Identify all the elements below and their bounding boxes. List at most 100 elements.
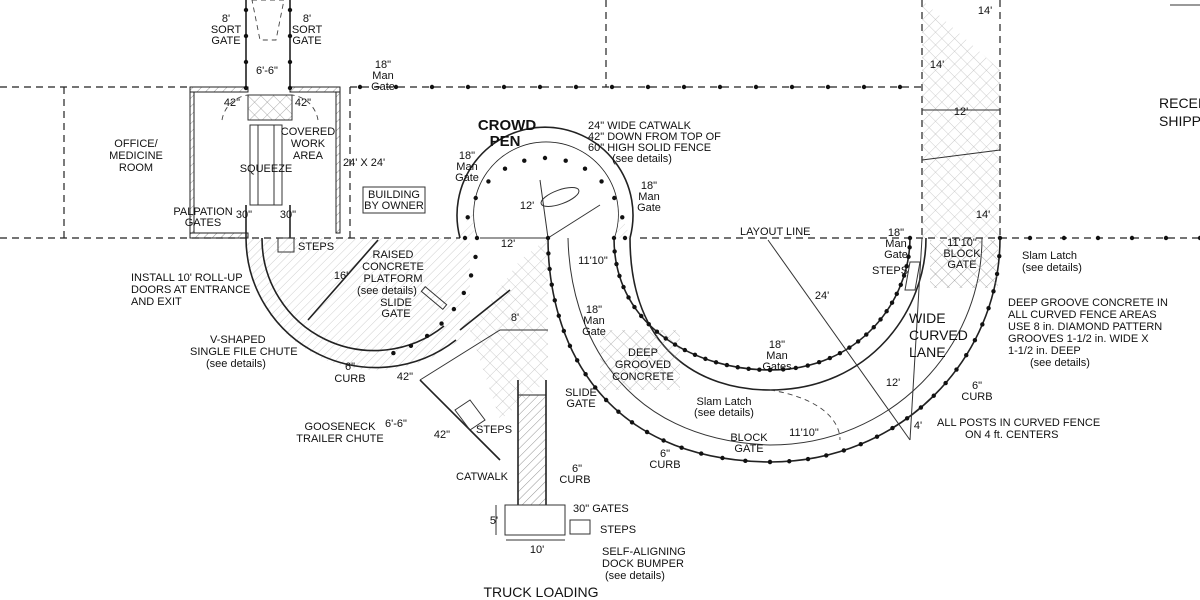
raised-label4: (see details)	[357, 285, 417, 297]
fence-post	[616, 409, 621, 414]
fence-post	[904, 416, 910, 421]
fence-post	[465, 215, 470, 220]
steps-label-2: STEPS	[872, 265, 908, 277]
crowd-pen-label: CROWD	[478, 117, 536, 134]
fence-post	[243, 7, 249, 13]
fence-post	[907, 235, 913, 241]
office-label3: ROOM	[119, 162, 153, 174]
fence-post	[713, 360, 719, 365]
deep-note-6: (see details)	[1030, 357, 1090, 369]
fence-post	[907, 245, 912, 250]
fence-post	[787, 459, 792, 464]
curb-3-size: 6"	[660, 448, 670, 460]
man-gate-right-label: Man	[885, 238, 906, 250]
fence-post	[287, 33, 293, 39]
slam-latch-right-note: (see details)	[1022, 262, 1082, 274]
gooseneck-label: GOOSENECK	[305, 421, 377, 433]
man-gate-mid-size: 18"	[586, 304, 602, 316]
fence-post	[931, 393, 936, 398]
fence-post	[563, 158, 568, 163]
fence-post	[473, 195, 478, 201]
dim-12-lower: 12'	[886, 377, 900, 389]
fence-post	[661, 438, 666, 443]
fence-post	[612, 195, 617, 201]
office-label: OFFICE/	[114, 138, 158, 150]
fence-posts	[243, 7, 1200, 465]
sort-gate-right-label2: GATE	[292, 35, 321, 47]
fence-post	[964, 353, 969, 358]
fence-post	[994, 271, 1000, 277]
fence-post	[424, 333, 430, 339]
dim-6-6-goose: 6'-6"	[385, 418, 407, 430]
fence-post	[980, 322, 985, 327]
fence-post	[874, 434, 880, 439]
deep-note-5: 1-1/2 in. DEEP	[1008, 345, 1081, 357]
upper-right-tub	[921, 0, 1001, 238]
deep-note-4: GROOVES 1-1/2 in. WIDE X	[1008, 333, 1149, 345]
palpation-label2: GATES	[185, 217, 221, 229]
dock-label2: DOCK BUMPER	[602, 558, 684, 570]
fence-post	[1061, 235, 1067, 241]
fence-post	[805, 456, 811, 462]
fence-post	[486, 179, 491, 184]
layout-line-label: LAYOUT LINE	[740, 226, 811, 238]
slide-gate-1-label2: GATE	[381, 308, 410, 320]
gate-30-left: 30"	[236, 209, 252, 221]
fence-post	[287, 59, 293, 65]
dim-16: 16'	[334, 270, 348, 282]
slam-latch-right: Slam Latch	[1022, 250, 1077, 262]
fence-post	[986, 305, 991, 311]
fence-post	[855, 339, 861, 344]
fence-post	[465, 84, 471, 90]
sort-gate-right-size: 8'	[303, 13, 311, 25]
dim-14-a: 14'	[978, 5, 992, 17]
shipping-label: SHIPP	[1159, 113, 1200, 129]
curb-1-label: CURB	[334, 373, 365, 385]
steps-label-4: STEPS	[600, 524, 636, 536]
covered-label: COVERED	[281, 126, 335, 138]
fence-post	[943, 380, 948, 386]
fence-post	[918, 405, 924, 410]
fence-post	[468, 273, 474, 278]
dim-42-goose: 42"	[434, 429, 450, 441]
fence-post	[884, 309, 889, 314]
fence-post	[699, 451, 704, 456]
office-label2: MEDICINE	[109, 150, 163, 162]
deep-label: DEEP	[628, 347, 658, 359]
man-gate-top-label: Man	[372, 70, 393, 82]
palpation-label: PALPATION	[173, 206, 232, 218]
fence-post	[629, 420, 635, 425]
deep-label2: GROOVED	[615, 359, 671, 371]
fence-post	[645, 84, 651, 90]
fence-post	[546, 251, 551, 256]
fence-post	[793, 365, 798, 371]
fence-post	[542, 155, 548, 161]
fence-post	[1129, 235, 1135, 241]
fence-post	[644, 429, 650, 435]
raised-label3: PLATFORM	[363, 273, 422, 285]
fence-post	[890, 425, 895, 431]
fence-post	[439, 321, 444, 326]
fence-post	[552, 298, 557, 303]
slide-gate-2-label2: GATE	[566, 398, 595, 410]
fence-post	[654, 329, 660, 334]
install-note-3: AND EXIT	[131, 296, 182, 308]
v-chute-label2: SINGLE FILE CHUTE	[190, 346, 298, 358]
fence-post	[451, 306, 457, 312]
man-gate-right-label2: Gate	[884, 249, 908, 261]
fence-post	[789, 84, 795, 90]
labels: 8' SORT GATE 8' SORT GATE 6'-6" 18" Man …	[109, 5, 1200, 600]
fence-post	[720, 455, 725, 461]
man-gate-pen-l-label: Man	[456, 161, 477, 173]
fence-post	[767, 367, 773, 373]
fence-post	[501, 84, 507, 90]
dim-11-10-b: 11'10"	[947, 237, 977, 249]
fence-post	[897, 84, 903, 90]
fence-post	[991, 289, 996, 294]
fence-post	[243, 85, 249, 91]
fence-post	[780, 367, 786, 372]
sort-gate-left-size: 8'	[222, 13, 230, 25]
deep-label3: CONCRETE	[612, 371, 674, 383]
fence-post	[287, 7, 293, 13]
fence-post	[1163, 235, 1169, 241]
